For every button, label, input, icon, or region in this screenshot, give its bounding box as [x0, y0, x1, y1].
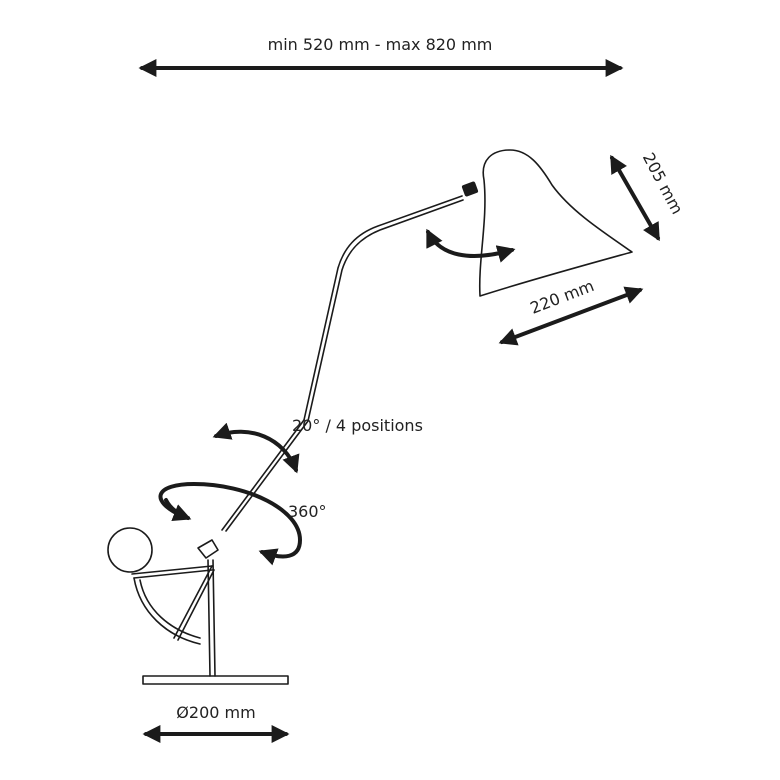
bracket-arc — [133, 577, 201, 645]
shade-height-dimension: 205 mm — [610, 149, 687, 242]
tilt-label: 20° / 4 positions — [292, 416, 423, 435]
base-mechanism — [107, 527, 219, 677]
rotation-annotation: 360° — [158, 482, 327, 566]
base-diameter-label: Ø200 mm — [176, 703, 255, 722]
shade-outline — [478, 149, 633, 297]
stem-a — [207, 559, 211, 677]
tilt-annotation: 20° / 4 positions — [212, 416, 423, 474]
rotation-label: 360° — [288, 502, 327, 521]
shade-height-label: 205 mm — [639, 149, 687, 217]
upper-arm-line-b — [307, 199, 464, 422]
bracket-top — [131, 565, 213, 575]
lamp-shade — [426, 149, 633, 297]
strut-a — [173, 565, 213, 639]
joint-collar — [197, 539, 219, 559]
counterweight-ball — [107, 527, 153, 573]
shade-width-arrow — [498, 286, 644, 346]
shade-width-dimension: 220 mm — [498, 276, 644, 346]
upper-arm-line-a — [303, 195, 463, 421]
rotation-arrow-tail — [164, 498, 192, 522]
total-length-label: min 520 mm - max 820 mm — [268, 35, 493, 54]
bracket-arc-inner — [139, 579, 201, 639]
shade-height-arrow — [610, 154, 660, 242]
tilt-arrow — [212, 422, 300, 474]
shade-rotate-arrow — [426, 228, 516, 263]
total-length-dimension: min 520 mm - max 820 mm — [138, 35, 624, 77]
stem-b — [212, 559, 216, 677]
bracket-top-inner — [133, 569, 213, 579]
shade-joint — [461, 181, 479, 197]
base-plate — [142, 675, 289, 685]
rotation-arrow — [158, 482, 302, 566]
base-plate-outline — [142, 675, 289, 685]
upper-arm — [303, 195, 464, 422]
base-diameter-dimension: Ø200 mm — [142, 703, 290, 743]
